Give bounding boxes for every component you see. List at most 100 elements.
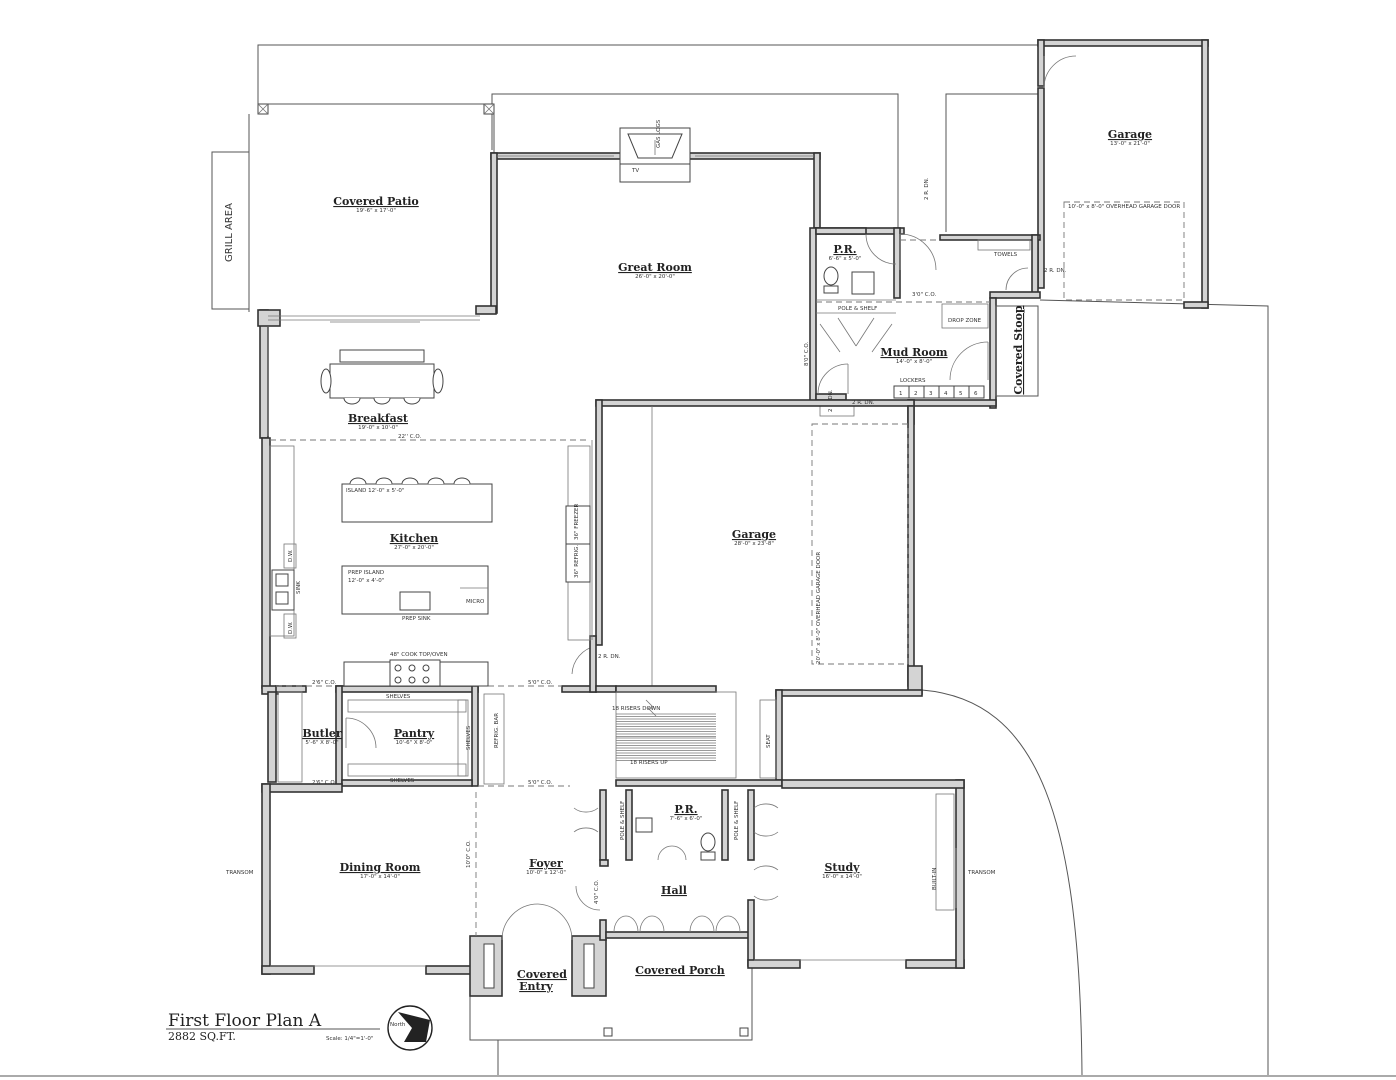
- front-walls: POLE & SHELF POLE & SHELF BUILT-IN TRANS…: [225, 400, 996, 1037]
- kitchen-walls: ISLAND 12'-0" x 5'-0" PREP ISLAND 12'-0"…: [257, 309, 597, 787]
- title-block: First Floor Plan A 2882 SQ.FT. Scale: 1/…: [166, 1005, 433, 1051]
- site-lines: [0, 44, 1396, 1077]
- breakfast-dim: 19'-0" x 10'-0": [358, 425, 398, 431]
- locker-number: 1: [899, 391, 903, 397]
- step-label-3: 2 R. DN.: [1044, 268, 1067, 274]
- dw-label-1: D.W.: [288, 549, 294, 562]
- grill-area: GRILL AREA: [211, 151, 250, 310]
- study-dim: 16'-0" x 14'-0": [822, 874, 862, 880]
- towels-label: TOWELS: [993, 252, 1018, 258]
- transom-label-1: TRANSOM: [225, 870, 254, 876]
- pantry-dim: 10'-6" X 8'-0": [396, 740, 433, 746]
- plan-title: First Floor Plan A: [168, 1011, 322, 1031]
- tv-label: TV: [631, 168, 639, 174]
- study-name: Study: [824, 861, 860, 874]
- grill-area-label: GRILL AREA: [224, 203, 235, 262]
- butler-dim: 5'-6" X 8'-0": [305, 740, 338, 746]
- cooktop-label: 48" COOK TOP/OVEN: [390, 652, 448, 658]
- plan-scale: Scale: 1/4"=1'-0": [326, 1036, 373, 1042]
- dw-label-2: D.W.: [288, 621, 294, 634]
- mud-room-name: Mud Room: [880, 346, 948, 359]
- kitchen-dim: 27'-0" x 20'-0": [394, 545, 434, 551]
- locker-number: 6: [974, 391, 978, 397]
- mud-room-dim: 14'-0" x 8'-0": [896, 359, 932, 365]
- dining-room-name: Dining Room: [340, 861, 421, 874]
- sink-label: SINK: [296, 581, 302, 594]
- prep-island-dim: 12'-0" x 4'-0": [348, 578, 384, 584]
- room-labels: Covered Patio 19'-6" x 17'-0" Great Room…: [302, 128, 1152, 993]
- transom-label-2: TRANSOM: [967, 870, 996, 876]
- risers-down: 18 RISERS DOWN: [612, 706, 660, 712]
- garage-1-dim: 13'-0" x 21'-0": [1110, 141, 1150, 147]
- gas-logs-label: GAS LOGS: [656, 119, 662, 148]
- refrig-label: 36" REFRIG.: [574, 545, 580, 578]
- co-2-label-a: 2'6" C.O.: [312, 680, 336, 686]
- island-label: ISLAND 12'-0" x 5'-0": [346, 488, 404, 494]
- risers-up: 18 RISERS UP: [630, 760, 668, 766]
- butler-name: Butler: [302, 727, 342, 740]
- co-2-label-b: 2'6" C.O.: [312, 780, 336, 786]
- shelves-top: SHELVES: [386, 694, 411, 700]
- powder-2-name: P.R.: [674, 803, 697, 816]
- co-5-label-b: 5'0" C.O.: [528, 780, 552, 786]
- north-label: North: [390, 1022, 406, 1028]
- overhead-door-large: 20'-0" x 8'-0" OVERHEAD GARAGE DOOR: [816, 552, 822, 664]
- prep-sink-label: PREP SINK: [402, 616, 431, 622]
- powder-1-name: P.R.: [833, 243, 856, 256]
- kitchen-name: Kitchen: [390, 532, 439, 545]
- drop-zone-label: DROP ZONE: [948, 318, 982, 324]
- locker-number: 3: [929, 391, 933, 397]
- refrig-bar: REFRIG. BAR: [494, 713, 500, 748]
- garage-1-walls: 10'-0" x 8'-0" OVERHEAD GARAGE DOOR: [1037, 39, 1209, 309]
- co-22-label: 22'' C.O.: [398, 434, 421, 440]
- powder-1-dim: 6'-6" x 5'-0": [829, 256, 862, 262]
- lockers-label: LOCKERS: [900, 378, 926, 384]
- co-8-label: 8'0" C.O.: [804, 342, 810, 366]
- step-label-4: 2 R. DN.: [598, 654, 621, 660]
- pole-shelf-1: POLE & SHELF: [838, 306, 877, 312]
- garage-2-walls: 2 R. DN. 20'-0" x 8'-0" OVERHEAD GARAGE …: [571, 399, 923, 697]
- pole-shelf-3: POLE & SHELF: [734, 801, 740, 840]
- covered-entry-name-2: Entry: [519, 980, 553, 993]
- great-room-dim: 26'-0" x 20'-0": [635, 274, 675, 280]
- seat-label: SEAT: [766, 734, 772, 748]
- pantry-name: Pantry: [394, 727, 435, 740]
- butler-pantry: SHELVES SHELVES SHELVES REFRIG. BAR 2'6"…: [277, 691, 552, 786]
- breakfast-name: Breakfast: [348, 412, 409, 425]
- garage-2-dim: 28'-0" x 23'-8": [734, 541, 774, 547]
- step-label-2: 2 R. DN.: [924, 177, 930, 200]
- dining-room-dim: 17'-0" x 14'-0": [360, 874, 400, 880]
- foyer-dim: 10'-0" x 12'-0": [526, 870, 566, 876]
- stairs: 18 RISERS DOWN 18 RISERS UP SEAT: [595, 685, 783, 787]
- locker-number: 5: [959, 391, 963, 397]
- north-arrow-icon: North: [387, 1005, 433, 1051]
- great-room-walls: TV GAS LOGS: [475, 119, 905, 315]
- co-4-label: 4'0" C.O.: [594, 880, 600, 904]
- prep-island-label: PREP ISLAND: [348, 570, 384, 576]
- powder-2-dim: 7'-6" x 6'-0": [670, 816, 703, 822]
- covered-patio-dim: 19'-6" x 17'-0": [356, 208, 396, 214]
- shelves-bottom: SHELVES: [390, 778, 415, 784]
- pole-shelf-2: POLE & SHELF: [620, 801, 626, 840]
- step-label-5: 2 R. DN.: [852, 400, 875, 406]
- locker-number: 2: [914, 391, 918, 397]
- co-10-label: 10'0" C.O.: [466, 840, 472, 868]
- co-5-label-a: 5'0" C.O.: [528, 680, 552, 686]
- locker-row: 1 2 3 4 5 6: [893, 385, 985, 399]
- covered-stoop-name: Covered Stoop: [1012, 305, 1025, 394]
- shelves-side: SHELVES: [466, 725, 472, 750]
- covered-porch-name: Covered Porch: [635, 964, 725, 977]
- stair-treads: [616, 713, 716, 761]
- locker-number: 4: [944, 391, 948, 397]
- garage-2-name: Garage: [732, 528, 776, 541]
- built-in-label: BUILT-IN: [932, 868, 938, 890]
- plan-area: 2882 SQ.FT.: [168, 1030, 236, 1043]
- co-3-label: 3'0" C.O.: [912, 292, 936, 298]
- covered-entry-name-1: Covered: [517, 968, 567, 981]
- mudroom-walls: POLE & SHELF TOWELS DROP ZONE LOCKERS 1 2…: [804, 177, 1067, 425]
- foyer-name: Foyer: [529, 857, 563, 870]
- garage-1-name: Garage: [1108, 128, 1152, 141]
- locker-box: [968, 385, 985, 399]
- hall-name: Hall: [661, 884, 687, 897]
